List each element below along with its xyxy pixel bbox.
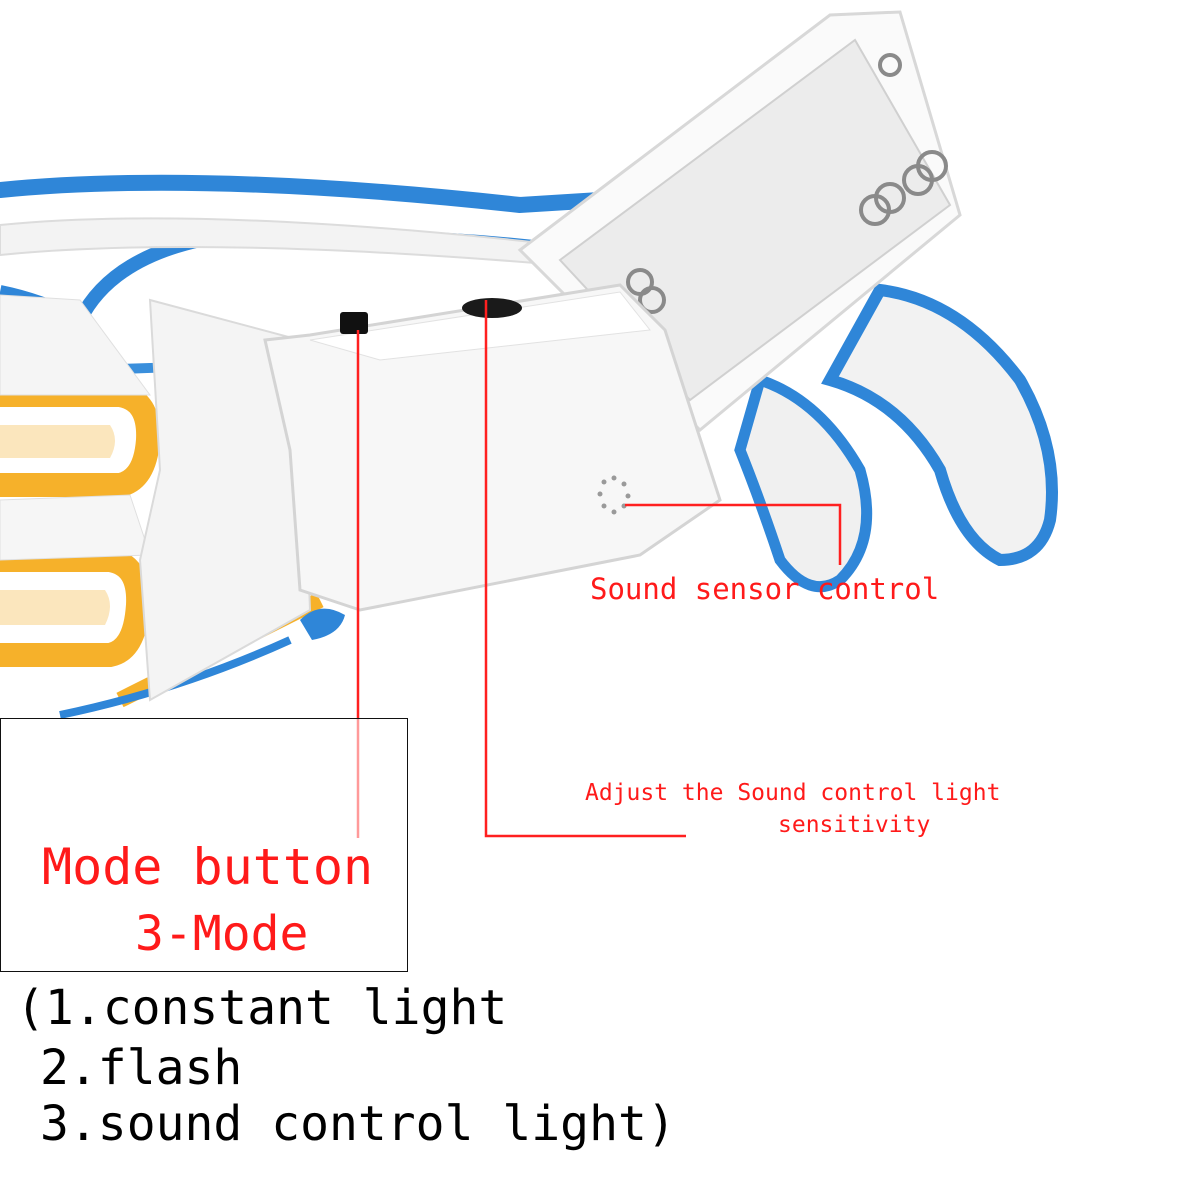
mode-list-item: 2.flash [40,1040,243,1096]
mode-button-label: Mode button [42,838,374,896]
microphone-holes-icon [597,475,631,515]
sensitivity-label-line1: Adjust the Sound control light [585,780,1001,806]
blue-frame-top [0,174,608,214]
white-frame-band [0,217,561,267]
white-slat [0,494,151,561]
sensitivity-knob-icon [462,298,522,318]
mode-callout-box [0,718,408,972]
battery-springs [626,53,948,314]
temple-arm-back [734,372,873,593]
sensitivity-leader-line [484,300,686,838]
mode-count-label: 3-Mode [135,906,309,962]
mode-switch-icon [340,312,368,334]
mode-list-item: 3.sound control light) [40,1096,676,1152]
blue-led-tip [300,608,345,640]
sensitivity-label-line2: sensitivity [778,812,931,838]
sound-sensor-leader-line [625,503,842,565]
white-slat [0,294,151,396]
mode-list-item: (1.constant light [16,980,508,1036]
sound-sensor-label: Sound sensor control [590,572,940,606]
temple-arm-right [821,283,1058,567]
